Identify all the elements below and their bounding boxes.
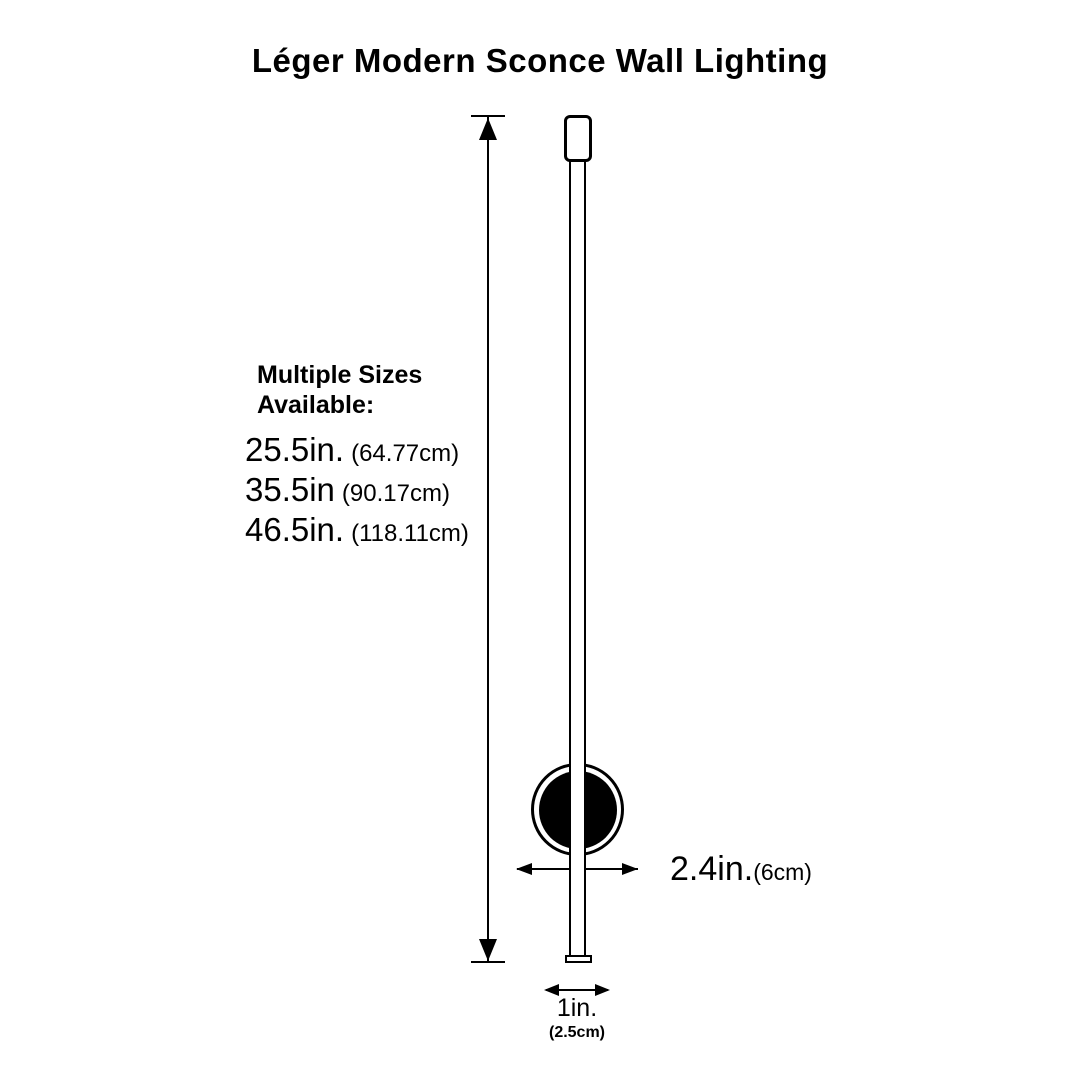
sconce-top-cap xyxy=(564,115,592,162)
height-dimension-bottom-cap xyxy=(471,961,505,963)
base-width-inches: 1in. xyxy=(556,994,598,1022)
size-inches: 35.5in xyxy=(245,471,335,508)
size-cm: (64.77cm) xyxy=(351,440,460,467)
sconce-light-bar xyxy=(569,158,586,957)
arrow-down-icon xyxy=(479,939,497,961)
size-cm: (90.17cm) xyxy=(341,480,450,507)
mount-width-inches: 2.4in. xyxy=(670,850,754,888)
page-title: Léger Modern Sconce Wall Lighting xyxy=(251,42,829,79)
size-cm: (118.11cm) xyxy=(351,520,469,547)
size-option: 35.5in (90.17cm) xyxy=(245,471,505,511)
height-dimension-line xyxy=(487,116,489,963)
size-option: 46.5in. (118.11cm) xyxy=(245,511,505,551)
base-width-cm: (2.5cm) xyxy=(548,1024,606,1041)
base-width-dimension-line xyxy=(546,989,608,991)
mount-width-cm: (6cm) xyxy=(753,859,812,885)
size-inches: 46.5in. xyxy=(245,511,345,548)
arrow-right-icon xyxy=(595,984,610,996)
size-inches: 25.5in. xyxy=(245,431,345,468)
arrow-right-icon xyxy=(622,863,638,875)
height-dimension-top-cap xyxy=(471,115,505,117)
sizes-block: Multiple Sizes Available: 25.5in. (64.77… xyxy=(245,360,505,551)
mount-width-label: 2.4in. (6cm) xyxy=(670,850,812,889)
arrow-left-icon xyxy=(516,863,532,875)
arrow-left-icon xyxy=(544,984,559,996)
sizes-header-line1: Multiple Sizes xyxy=(257,361,423,389)
sizes-header-line2: Available: xyxy=(257,391,375,419)
sconce-bottom-cap xyxy=(565,955,592,963)
size-option: 25.5in. (64.77cm) xyxy=(245,431,505,471)
sizes-header: Multiple Sizes Available: xyxy=(257,360,505,420)
arrow-up-icon xyxy=(479,118,497,140)
base-width-label: 1in. (2.5cm) xyxy=(517,994,637,1042)
sizes-list: 25.5in. (64.77cm) 35.5in (90.17cm) 46.5i… xyxy=(245,431,505,551)
